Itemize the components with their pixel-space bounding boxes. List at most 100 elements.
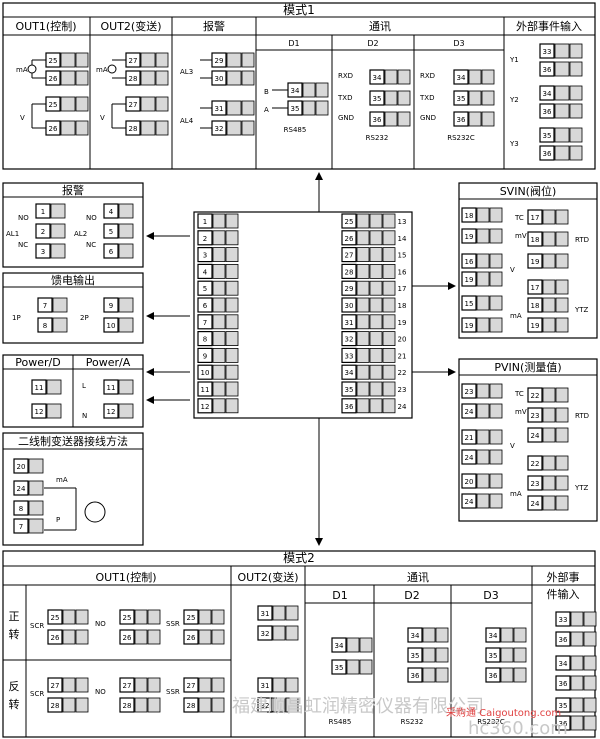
mode2-no-rev: NO [95,688,106,696]
svg-text:25: 25 [49,101,58,109]
mode2-d3: D3 [483,589,498,602]
pvin-left-0-number: 23 [465,388,474,396]
center-terminal-30: 30 [341,297,396,313]
mode2-d2-term-2-number: 36 [411,672,420,680]
center-terminal-17: 17 [398,285,407,293]
center-terminal-4-number: 4 [203,268,208,276]
svg-text:36: 36 [543,66,552,74]
svin-left-4: 15 [461,295,503,311]
mode2-d1-term-1-number: 35 [335,664,344,672]
pvin-right-4-number: 23 [531,480,540,488]
svg-text:1: 1 [41,208,45,216]
mode2-fwd-term-4-number: 25 [187,614,196,622]
mode1-b-label: B [264,88,269,96]
svg-text:30: 30 [215,75,224,83]
pvin-right-1: 23 [527,407,569,423]
l-label: L [82,382,86,390]
mode2-d3-term-0-number: 34 [489,632,498,640]
mode2-ssr-fwd: SSR [166,620,180,628]
center-terminal-22: 22 [398,369,407,377]
pvin-left-1-number: 24 [465,408,474,416]
twowire-title: 二线制变送器接线方法 [18,434,128,448]
mode2-ext-header-2: 件输入 [547,587,580,601]
mode2-rev-term-4-number: 27 [187,682,196,690]
mode1-panel: 模式1 OUT1(控制) OUT2(变送) 报警 通讯 外部事件输入 D1 D2… [2,2,596,170]
mode1-out2-ma-terminals: mA 27 28 [96,52,169,86]
pvin-left-3-number: 24 [465,454,474,462]
center-terminal-7: 7 [197,314,239,330]
svg-text:26: 26 [49,75,58,83]
svin-rtd: RTD [575,236,589,244]
pvin-tc: TC [514,390,524,398]
mode2-d3-term-1: 35 [485,647,527,663]
p1-label: 1P [12,314,21,322]
center-terminal-15: 15 [398,252,407,260]
svg-text:11: 11 [107,384,116,392]
svin-left-1-number: 19 [465,233,474,241]
svg-text:8: 8 [19,505,23,513]
mode1-title: 模式1 [283,3,315,17]
mode2-rev-term-2: 27 [119,677,161,693]
svin-left-5: 19 [461,317,503,333]
center-terminal-8-number: 8 [203,336,207,344]
mode1-ext-terminals: Y1 Y2 Y3 33 36 34 36 35 36 [509,43,583,161]
center-terminal-6: 6 [197,297,239,313]
svin-left-4-number: 15 [465,300,474,308]
mode2-out2-term-3-number: 32 [261,702,270,710]
power-d-title: Power/D [15,356,60,369]
svg-text:36: 36 [373,116,382,124]
left-alarm-panel: 报警 AL1 AL2 NO NC NO NC 1 2 3 4 5 6 [2,182,144,268]
svg-text:4: 4 [109,208,114,216]
mode2-fwd-term-3: 26 [119,629,161,645]
mode1-d3-rxd: RXD [420,72,435,80]
mode1-d3-gnd: GND [420,114,436,122]
mode2-ext-term-2-number: 34 [559,660,568,668]
mode2-comm-header: 通讯 [407,571,429,584]
svg-text:7: 7 [43,302,47,310]
svin-right-5-number: 19 [531,322,540,330]
svg-text:34: 34 [543,90,552,98]
n-label: N [82,412,87,420]
svin-left-3-number: 19 [465,276,474,284]
svin-left-0: 18 [461,207,503,223]
center-terminal-2: 2 [197,230,239,246]
mode2-out1-header: OUT1(控制) [95,570,156,584]
center-terminal-8: 8 [197,331,239,347]
svin-left-5-number: 19 [465,322,474,330]
mode1-out1-header: OUT1(控制) [15,19,76,33]
mode1-out2-v-terminals: V 27 28 [100,96,169,136]
mode1-y1: Y1 [509,56,519,64]
center-terminal-5-number: 5 [203,285,207,293]
svin-right-0: 17 [527,209,569,225]
pvin-left-0: 23 [461,383,503,399]
center-terminal-28-number: 28 [345,268,354,276]
mode2-d3-term-1-number: 35 [489,652,498,660]
mode1-y2: Y2 [509,96,519,104]
mode2-d1-term-0: 34 [331,637,373,653]
p2-label: 2P [80,314,89,322]
watermark: 福建顺昌虹润精密仪器有限公司 hc360.com 采购通 Caigoutong.… [232,696,568,739]
mode2-rs485: RS485 [329,718,352,726]
svin-right-3-number: 17 [531,284,540,292]
center-terminal-12-number: 12 [201,403,210,411]
watermark-site: hc360.com [468,718,568,739]
svin-left-0-number: 18 [465,212,474,220]
mode2-ext-term-5: 36 [555,715,597,731]
mode2-rev-term-0-number: 27 [51,682,60,690]
al1-label: AL1 [6,230,19,238]
mode2-scr-fwd: SCR [30,622,44,630]
mode1-d2-gnd: GND [338,114,354,122]
center-terminal-4: 4 [197,263,239,279]
al2-no: NO [86,214,97,222]
mode1-out1-v-terminals: V 25 26 [20,96,89,136]
center-terminal-32-number: 32 [345,336,354,344]
twowire-p: P [56,516,60,524]
center-terminal-5: 5 [197,280,239,296]
mode1-d2-rxd: RXD [338,72,353,80]
mode2-fwd-term-0: 25 [47,609,89,625]
center-terminal-3: 3 [197,247,239,263]
pvin-left-5-number: 24 [465,498,474,506]
svg-text:10: 10 [107,322,116,330]
pvin-left-2-number: 21 [465,434,474,442]
